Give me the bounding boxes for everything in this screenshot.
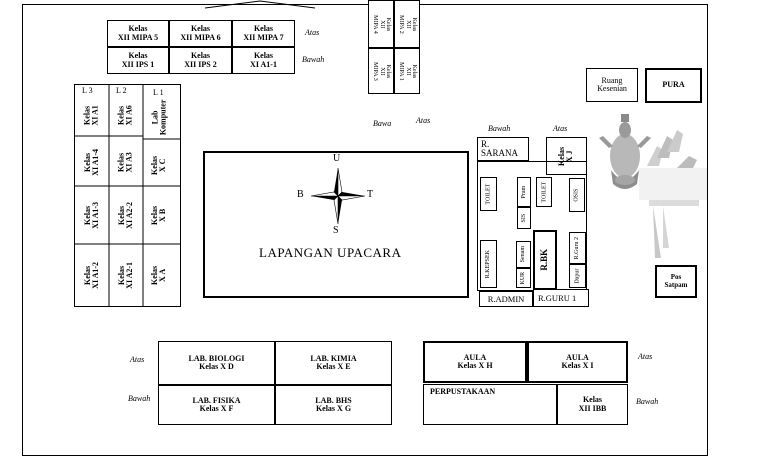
room-xii-mipa-1-label: Kelas XII MIPA 1: [397, 61, 417, 81]
r-admin-label: R.ADMIN: [487, 293, 525, 304]
compass-north: U: [333, 153, 341, 164]
floor-label-bawa: Bawa: [373, 119, 392, 128]
osis-room: [569, 178, 585, 212]
room-label: Kelas XII IBB: [578, 395, 607, 413]
room-xii-mipa-1: [394, 48, 420, 94]
lab-fisika: LAB. FISIKA Kelas X F: [158, 385, 275, 425]
compass-west: B: [297, 189, 304, 200]
floor-label-atas-right: Atas: [553, 124, 568, 133]
kur-room: [516, 268, 531, 288]
floor-label-bawah-bottom-left: Bawah: [128, 394, 151, 403]
col-label-l3: L 3: [82, 86, 93, 95]
room-xii-mipa-3: [368, 48, 394, 94]
floor-label-bawah-bottom-right: Bawah: [636, 397, 659, 406]
perpustakaan: PERPUSTAKAAN: [423, 384, 557, 425]
lab-biologi: LAB. BIOLOGI Kelas X D: [158, 341, 275, 385]
room-xii-mipa-2: [394, 0, 420, 48]
right-block: [477, 161, 587, 291]
room-label: Kelas XII MIPA 7: [243, 24, 284, 42]
sis-room: [517, 207, 531, 229]
ruang-kesenian-label: Ruang Kesenian: [597, 75, 627, 93]
room-label: Kelas XII MIPA 6: [180, 24, 221, 42]
kur-label: KUR: [520, 271, 527, 285]
rbk-room: [533, 230, 557, 290]
ruang-kesenian: Ruang Kesenian: [586, 68, 638, 102]
roof-line: [204, 0, 316, 9]
r-guru-1: R.GURU 1: [533, 289, 589, 307]
toilet-left: [480, 177, 497, 211]
compass-rose-icon: [310, 167, 366, 225]
room-xii-ips-1: Kelas XII IPS 1: [107, 47, 169, 74]
dapur-room: [569, 264, 586, 288]
senam-room: [516, 241, 531, 268]
room-label: Kelas XII IPS 2: [184, 51, 217, 69]
room-xii-mipa-4-label: Kelas XII MIPA 4: [371, 14, 391, 34]
compass-east: T: [367, 189, 374, 200]
r-guru-2: [569, 232, 586, 264]
r-kepsek-label: R.KEPSEK: [485, 249, 492, 279]
sis-label: SIS: [520, 213, 527, 223]
room-label: Kelas XII MIPA 5: [117, 24, 159, 42]
room-xi-a1-1: Kelas XI A1-1: [232, 47, 295, 74]
dapur-label: Dapur: [574, 268, 581, 284]
pramuka-room: [517, 177, 531, 207]
toilet-left-label: TOILET: [485, 183, 492, 205]
room-xii-mipa-4: [368, 0, 394, 48]
room-label: Kelas XII IPS 1: [121, 51, 155, 69]
lab-kimia: LAB. KIMIA Kelas X E: [275, 341, 392, 385]
room-xii-mipa-6: Kelas XII MIPA 6: [169, 20, 232, 47]
floor-label-atas: Atas: [305, 28, 320, 37]
room-xii-mipa-7: Kelas XII MIPA 7: [232, 20, 295, 47]
r-guru-1-label: R.GURU 1: [538, 292, 577, 303]
r-guru-2-label: R.Guru 2: [574, 236, 581, 260]
left-block: [74, 84, 181, 307]
col-label-l2: L 2: [116, 86, 127, 95]
col-label-l1: L 1: [153, 88, 164, 97]
floor-label-atas-bottom-left: Atas: [130, 355, 145, 364]
school-map-frame: [22, 4, 708, 456]
pura-label: PURA: [662, 80, 685, 90]
floor-label-atas-mid: Atas: [416, 116, 431, 125]
room-xii-mipa-3-label: Kelas XII MIPA 3: [371, 61, 391, 81]
perpustakaan-label: PERPUSTAKAAN: [430, 387, 496, 396]
pramuka-label: Pram: [520, 185, 527, 199]
toilet-right: [536, 177, 552, 207]
pura-statue-gate-icon: [599, 114, 707, 258]
lab-bhs: LAB. BHS Kelas X G: [275, 385, 392, 425]
pos-satpam: Pos Satpam: [655, 265, 697, 298]
floor-label-bawah-right: Bawah: [488, 124, 511, 133]
compass-south: S: [333, 225, 339, 236]
toilet-right-label: TOILET: [540, 181, 547, 203]
r-sarana: R. SARANA: [477, 137, 529, 161]
room-x-j: [546, 137, 587, 175]
r-admin: R.ADMIN: [479, 291, 533, 307]
room-label: AULA Kelas X I: [561, 352, 594, 370]
floor-label-atas-bottom-right: Atas: [638, 352, 653, 361]
room-label: LAB. BIOLOGI Kelas X D: [188, 353, 245, 371]
kelas-xii-ibb: Kelas XII IBB: [557, 384, 628, 425]
room-label: LAB. BHS Kelas X G: [315, 395, 352, 413]
room-label: Kelas XI A1-1: [250, 51, 277, 69]
floor-label-bawah: Bawah: [302, 55, 325, 64]
lapangan-upacara: [203, 151, 469, 298]
pos-satpam-label: Pos Satpam: [664, 273, 688, 289]
aula-kelas-x-i: AULA Kelas X I: [527, 341, 628, 383]
rbk-label: R.BK: [539, 249, 550, 271]
osis-label: OSIS: [573, 188, 580, 202]
room-xii-mipa-2-label: Kelas XII MIPA 2: [397, 14, 417, 34]
aula-kelas-x-h: AULA Kelas X H: [423, 341, 527, 383]
left-block-grid: [74, 84, 181, 307]
room-xii-mipa-5: Kelas XII MIPA 5: [107, 20, 169, 47]
field-label: LAPANGAN UPACARA: [259, 245, 402, 260]
room-label: LAB. KIMIA Kelas X E: [310, 353, 357, 371]
room-label: AULA Kelas X H: [457, 352, 493, 370]
room-xii-ips-2: Kelas XII IPS 2: [169, 47, 232, 74]
pura: PURA: [645, 68, 702, 103]
r-kepsek: [480, 240, 497, 288]
senam-label: Senam: [520, 246, 527, 263]
room-label: LAB. FISIKA Kelas X F: [192, 395, 241, 413]
